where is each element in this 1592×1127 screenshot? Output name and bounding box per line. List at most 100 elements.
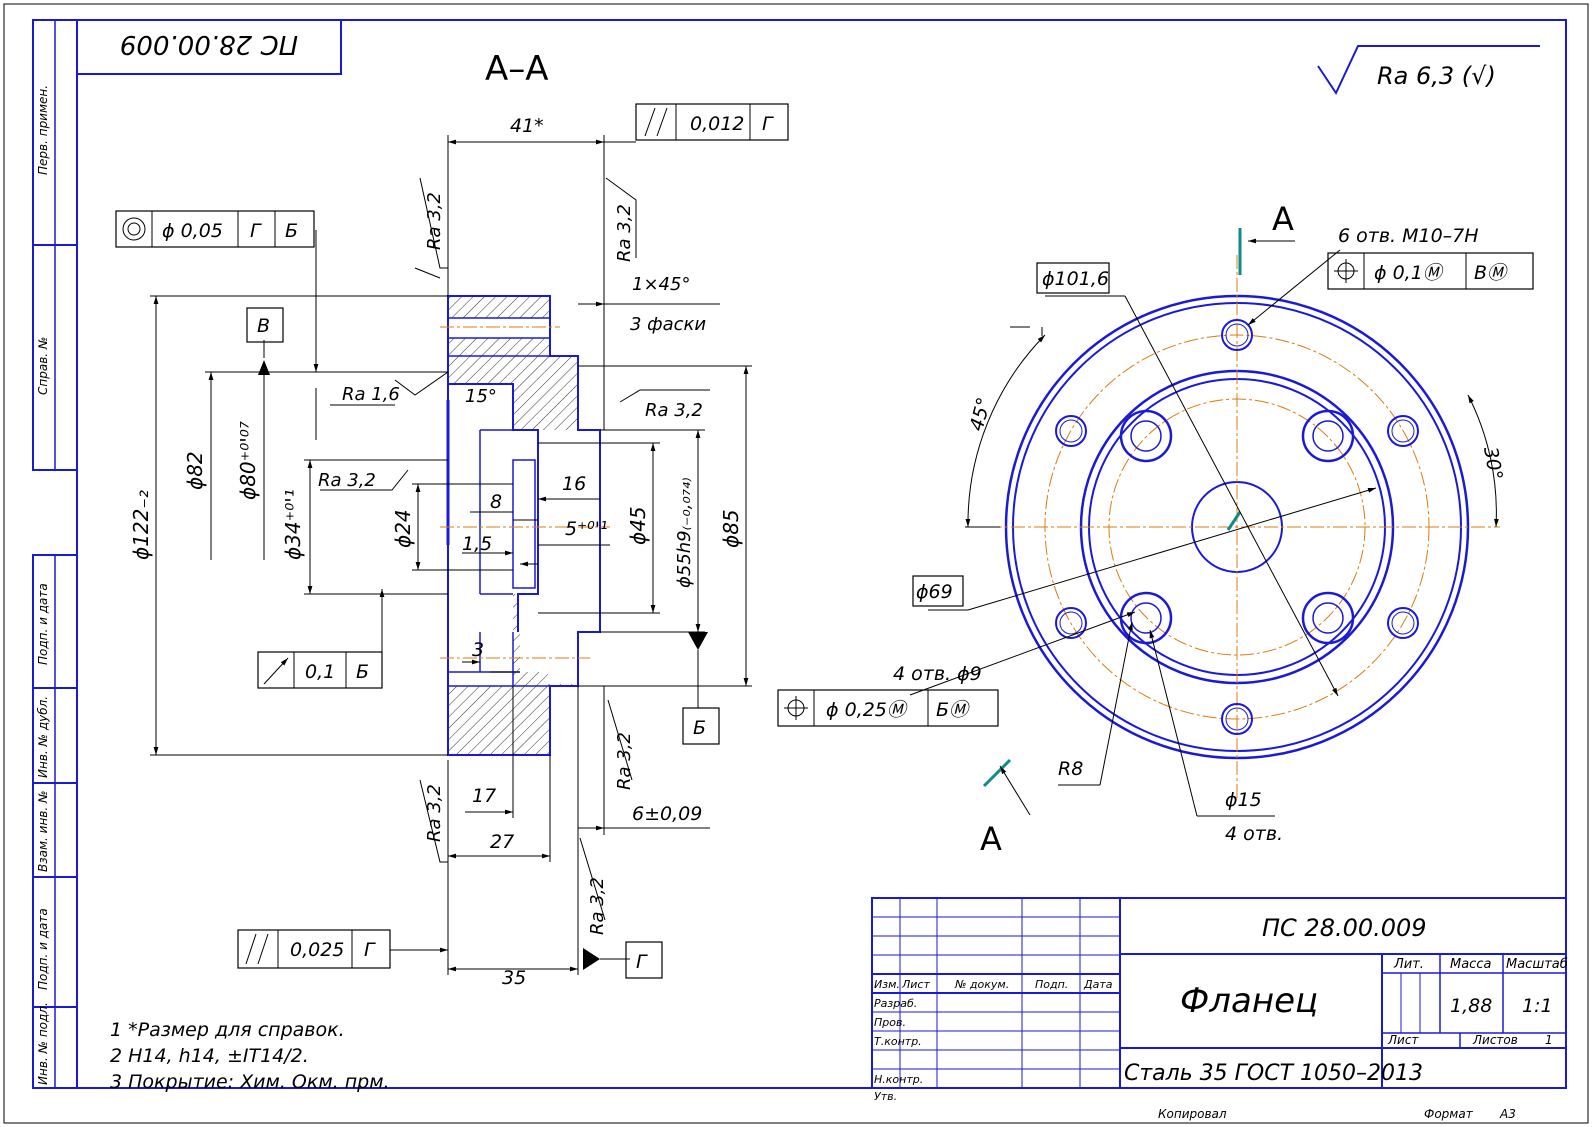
dim-d85: ϕ85 (719, 509, 743, 548)
ra32-bore: Ra 3,2 (318, 470, 376, 491)
tb-sheets-label: Листов (1472, 1033, 1518, 1047)
parallel-top-datum: Г (762, 113, 774, 135)
technical-notes: 1 *Размер для справок. 2 H14, h14, ±IT14… (110, 1019, 390, 1093)
tb-format-label: Формат (1424, 1107, 1474, 1121)
ra32-left-top: Ra 3,2 (424, 192, 445, 250)
concentric-value: ϕ 0,05 (162, 220, 223, 242)
position-tolerance-2: ϕ 0,25Ⓜ БⓂ (777, 689, 999, 727)
front-view: А А 45° 30° 6 отв. M10–7H (777, 200, 1534, 858)
tb-tkontr: Т.контр. (874, 1035, 922, 1048)
note-1: 1 *Размер для справок. (110, 1019, 345, 1041)
tb-copied: Копировал (1158, 1107, 1227, 1121)
parallel-top-value: 0,012 (690, 113, 744, 135)
angle-45: 45° (966, 395, 996, 433)
datum-g-triangle (583, 948, 600, 970)
dim-d45: ϕ45 (626, 506, 650, 545)
tb-designation: ПС 28.00.009 (1262, 914, 1427, 942)
strip-podp-data-1: Подп. и дата (36, 583, 50, 665)
dim-41: 41* (510, 115, 544, 137)
section-title: А–А (485, 49, 549, 89)
tb-material: Сталь 35 ГОСТ 1050–2013 (1124, 1061, 1423, 1086)
ra32-right-top: Ra 3,2 (614, 204, 635, 262)
runout-value: 0,1 (305, 661, 335, 683)
pos-tol-2-datum: БⓂ (936, 699, 971, 721)
concentric-datum-2: Б (285, 220, 298, 242)
ra32-base: Ra 3,2 (587, 877, 608, 935)
dim-35: 35 (502, 967, 526, 989)
dim-d122: ϕ122₋₂ (129, 490, 153, 560)
datum-v-label: В (257, 315, 270, 337)
datum-b-triangle (688, 632, 708, 650)
strip-podp-data-2: Подп. и дата (36, 908, 50, 990)
surface-finish-symbol: Ra 6,3 (√) (1317, 45, 1540, 96)
dim-d55: ϕ55h9₍₋₀,₀₇₄₎ (674, 477, 695, 588)
tb-sheet-label: Лист (1387, 1033, 1419, 1047)
dim-5: 5⁺⁰'¹ (565, 518, 608, 540)
tb-name: Фланец (1180, 981, 1318, 1021)
tb-sheets: 1 (1545, 1033, 1553, 1047)
tb-mass: 1,88 (1450, 995, 1492, 1017)
dim-d15: ϕ15 (1225, 789, 1262, 811)
dim-17: 17 (472, 785, 496, 807)
dim-27: 27 (490, 831, 514, 853)
concentric-datum-1: Г (250, 220, 262, 242)
datum-b-label: Б (693, 717, 706, 739)
dim-8: 8 (490, 491, 502, 513)
runout-frame: 0,1 Б (257, 615, 383, 689)
chamfer-note: 3 фаски (630, 314, 706, 335)
parallel-tolerance-top: 0,012 Г (635, 103, 789, 141)
section-view: Ra 3,2 Ra 3,2 Ra 1,6 Ra 3,2 Ra 3,2 Ra 3,… (115, 103, 789, 989)
dim-d34: ϕ34⁺⁰'¹ (281, 489, 305, 560)
angle-15: 15° (465, 386, 497, 407)
ra32-step: Ra 3,2 (645, 400, 703, 421)
tb-scale-label: Масштаб (1506, 957, 1568, 972)
parallel-bottom-value: 0,025 (290, 939, 344, 961)
pos-tol-2-value: ϕ 0,25Ⓜ (826, 699, 909, 721)
dim-d82: ϕ82 (183, 451, 207, 490)
datum-v-triangle (258, 360, 270, 375)
bolt-holes-6 (1055, 319, 1419, 735)
dim-d101-6: ϕ101,6 (1042, 268, 1109, 290)
strip-inv-podl: Инв. № подл. (36, 1002, 50, 1085)
strip-sprav: Справ. № (36, 337, 50, 395)
dim-3: 3 (472, 639, 484, 661)
runout-datum: Б (356, 661, 369, 683)
counterbored-holes-4 (1119, 409, 1355, 645)
tb-razrab: Разраб. (874, 997, 917, 1010)
ra32-right-bottom: Ra 3,2 (614, 732, 635, 790)
chamfer-label: 1×45° (632, 274, 690, 295)
ra16-label: Ra 1,6 (342, 384, 400, 405)
holes-4-label: 4 отв. ϕ9 (893, 663, 982, 685)
surface-finish-text: Ra 6,3 (√) (1377, 62, 1496, 90)
strip-perv-primen: Перв. примен. (36, 85, 50, 175)
strip-vzam-inv: Взам. инв. № (36, 791, 50, 872)
tb-utv: Утв. (874, 1090, 897, 1103)
holes-6-label: 6 отв. M10–7H (1338, 225, 1479, 247)
ra32-left-bottom: Ra 3,2 (424, 784, 445, 842)
tb-prov: Пров. (874, 1016, 906, 1029)
strip-inv-dubl: Инв. № дубл. (36, 696, 50, 778)
doc-code-rotated: ПС 28.00.009 (120, 29, 298, 59)
tb-list: Лист (901, 978, 930, 991)
dim-d80: ϕ80⁺⁰'⁰⁷ (236, 421, 260, 500)
radius-r8: R8 (1058, 758, 1083, 780)
tb-data: Дата (1083, 978, 1113, 991)
tb-mass-label: Масса (1450, 957, 1491, 972)
tb-podp: Подп. (1035, 978, 1068, 991)
cut-label-top: А (1272, 200, 1294, 238)
tb-scale: 1:1 (1522, 995, 1553, 1017)
parallel-bottom-datum: Г (364, 939, 376, 961)
tb-format: A3 (1499, 1107, 1516, 1121)
doc-code-box: ПС 28.00.009 (76, 19, 342, 75)
title-block: Изм. Лист № докум. Подп. Дата Разраб. Пр… (871, 897, 1568, 1121)
dim-6: 6±0,09 (632, 803, 702, 825)
dim-d15-note: 4 отв. (1225, 823, 1283, 845)
position-tolerance-1: ϕ 0,1Ⓜ ВⓂ (1327, 252, 1534, 290)
left-strip: Перв. примен. Справ. № Подп. и дата Инв.… (32, 19, 78, 1089)
dim-d24: ϕ24 (391, 509, 415, 548)
tb-doc-no: № докум. (954, 978, 1009, 991)
dim-1-5: 1,5 (462, 533, 492, 555)
concentricity-frame: ϕ 0,05 Г Б (115, 210, 315, 248)
dim-d69: ϕ69 (916, 581, 953, 603)
